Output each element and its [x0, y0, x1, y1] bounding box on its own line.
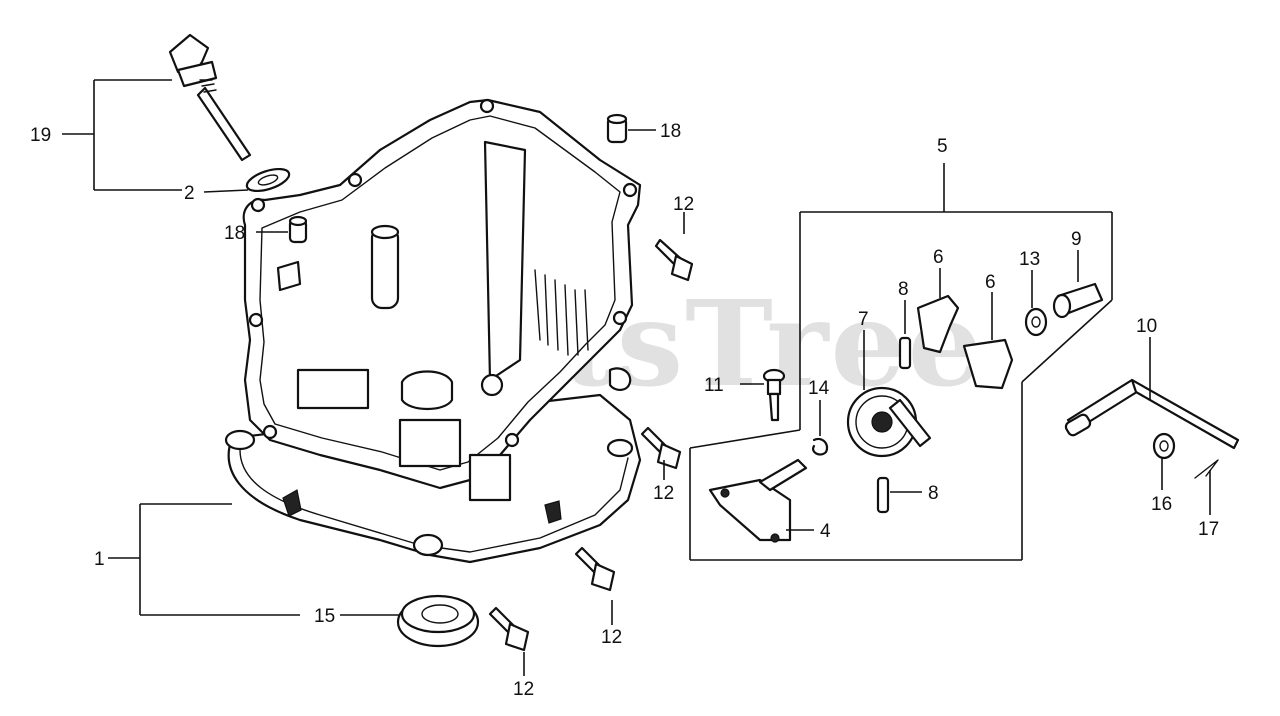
callout-14: 14	[808, 378, 830, 399]
callout-2: 2	[184, 183, 195, 204]
callout-12-bottom: 12	[513, 679, 534, 700]
governor-gear	[846, 386, 932, 458]
flange-bolt-top	[654, 238, 694, 282]
bolt-11	[762, 368, 786, 422]
callout-7: 7	[858, 309, 869, 330]
clip-14	[812, 437, 829, 456]
flange-bolt-mid	[640, 426, 682, 470]
pin-8-lower	[876, 476, 890, 514]
callout-8-upper: 8	[898, 279, 909, 300]
collar-9	[1052, 282, 1104, 319]
callout-19: 19	[30, 125, 51, 146]
callout-11: 11	[704, 375, 724, 396]
flange-bolt-bottom	[488, 606, 530, 652]
callout-12-mid: 12	[653, 483, 674, 504]
pin-8-upper	[898, 336, 912, 370]
callout-labels: 19 2 18 18 12 12 12 12 1 15 5 6 6 7 8 8 …	[30, 121, 1219, 700]
washer-16	[1152, 432, 1176, 460]
callout-13: 13	[1019, 249, 1040, 270]
oil-seal	[396, 594, 480, 648]
callout-17: 17	[1198, 519, 1219, 540]
callout-6-a: 6	[933, 247, 944, 268]
callout-18-left: 18	[224, 223, 245, 244]
oil-dipstick	[168, 33, 291, 193]
dowel-pin-upper	[606, 113, 628, 144]
dowel-pin-left	[288, 215, 308, 244]
callout-4: 4	[820, 521, 831, 542]
clip-17	[1194, 459, 1219, 479]
callout-1: 1	[94, 549, 105, 570]
callout-8-lower: 8	[928, 483, 939, 504]
governor-shaft-holder	[708, 458, 808, 543]
callout-15: 15	[314, 606, 335, 627]
flange-bolt-lower	[574, 546, 616, 592]
leader-lines	[62, 79, 1211, 676]
callout-18-upper: 18	[660, 121, 681, 142]
governor-arm-10	[1064, 378, 1240, 450]
callout-12-top: 12	[673, 194, 694, 215]
callout-10: 10	[1136, 316, 1157, 337]
callout-9: 9	[1071, 229, 1082, 250]
callout-12-lower: 12	[601, 627, 622, 648]
callout-16: 16	[1151, 494, 1172, 515]
governor-weight-a	[916, 294, 960, 354]
callout-6-b: 6	[985, 272, 996, 293]
callout-5: 5	[937, 136, 948, 157]
crankcase-cover	[224, 98, 642, 564]
washer-13	[1024, 307, 1048, 337]
governor-weight-b	[962, 338, 1014, 390]
